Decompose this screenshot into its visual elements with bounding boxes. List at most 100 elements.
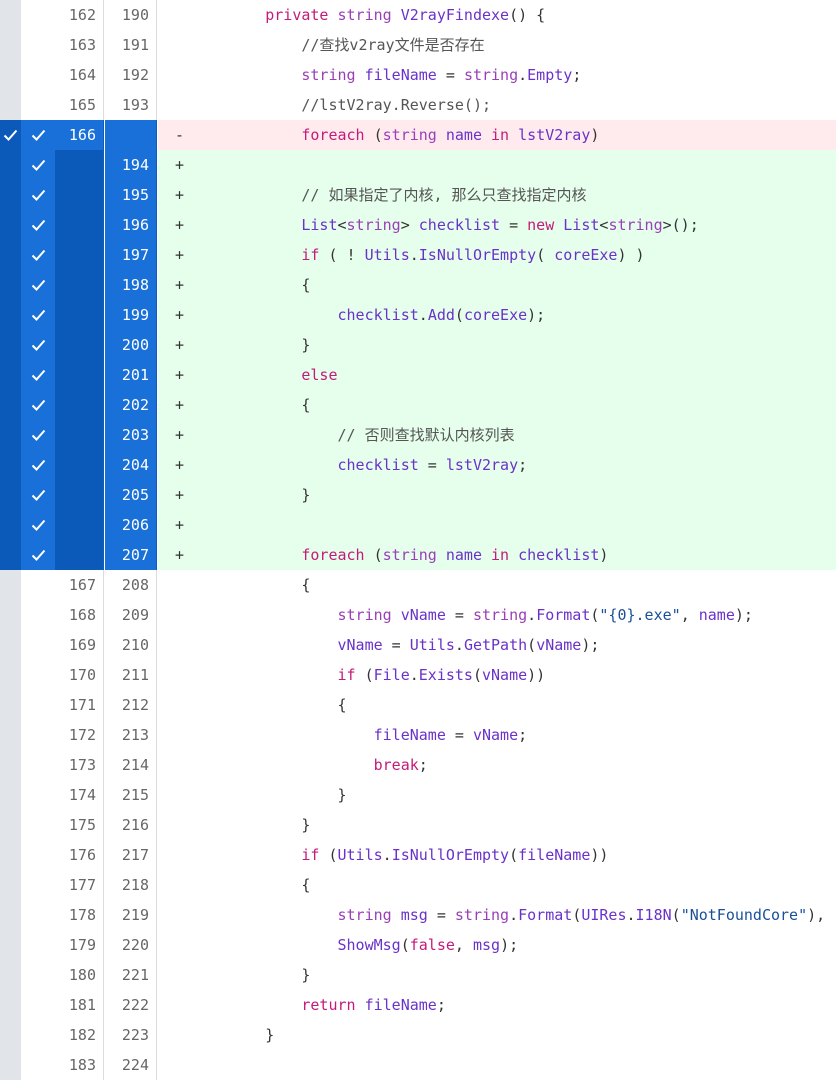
line-checkbox[interactable] bbox=[21, 900, 55, 930]
diff-line[interactable]: 195+ // 如果指定了内核, 那么只查找指定内核 bbox=[0, 180, 836, 210]
code-token: string bbox=[337, 906, 392, 924]
block-select-check[interactable] bbox=[0, 120, 21, 150]
line-checkbox[interactable] bbox=[21, 30, 55, 60]
diff-line[interactable]: 196+ List<string> checklist = new List<s… bbox=[0, 210, 836, 240]
line-checkbox[interactable] bbox=[21, 960, 55, 990]
code-token: ; bbox=[572, 66, 582, 84]
line-checkbox[interactable] bbox=[21, 270, 55, 300]
line-checkbox[interactable] bbox=[21, 720, 55, 750]
new-line-number: 214 bbox=[105, 750, 157, 780]
line-checkbox[interactable] bbox=[21, 660, 55, 690]
line-checkbox[interactable] bbox=[21, 360, 55, 390]
diff-line[interactable]: 201+ else bbox=[0, 360, 836, 390]
line-checkbox[interactable] bbox=[21, 570, 55, 600]
code-token: ); bbox=[734, 606, 753, 624]
diff-sign: - bbox=[175, 126, 185, 144]
diff-line[interactable]: 166- foreach (string name in lstV2ray) bbox=[0, 120, 836, 150]
check-icon bbox=[31, 519, 45, 531]
line-checkbox[interactable] bbox=[21, 180, 55, 210]
diff-line[interactable]: 205+ } bbox=[0, 480, 836, 510]
line-checkbox[interactable] bbox=[21, 240, 55, 270]
line-checkbox[interactable] bbox=[21, 330, 55, 360]
code-token: ; bbox=[418, 756, 428, 774]
diff-sign: + bbox=[175, 336, 185, 354]
code-token: string bbox=[337, 6, 392, 24]
new-line-number: 197 bbox=[105, 240, 157, 270]
diff-sign: + bbox=[175, 246, 185, 264]
diff-line[interactable]: 199+ checklist.Add(coreExe); bbox=[0, 300, 836, 330]
new-line-number: 198 bbox=[105, 270, 157, 300]
gutter-strip bbox=[0, 480, 21, 510]
line-checkbox[interactable] bbox=[21, 390, 55, 420]
diff-line[interactable]: 198+ { bbox=[0, 270, 836, 300]
line-checkbox[interactable] bbox=[21, 0, 55, 30]
line-checkbox[interactable] bbox=[21, 1050, 55, 1080]
diff-line[interactable]: 206+ bbox=[0, 510, 836, 540]
code-text: string fileName = string.Empty; bbox=[193, 60, 581, 90]
line-checkbox[interactable] bbox=[21, 120, 55, 150]
line-checkbox[interactable] bbox=[21, 600, 55, 630]
line-checkbox[interactable] bbox=[21, 810, 55, 840]
line-checkbox[interactable] bbox=[21, 60, 55, 90]
diff-line[interactable]: 194+ bbox=[0, 150, 836, 180]
line-checkbox[interactable] bbox=[21, 300, 55, 330]
line-checkbox[interactable] bbox=[21, 1020, 55, 1050]
diff-line[interactable]: 197+ if ( ! Utils.IsNullOrEmpty( coreExe… bbox=[0, 240, 836, 270]
code-token: lstV2ray bbox=[445, 456, 519, 474]
line-checkbox[interactable] bbox=[21, 630, 55, 660]
gutter-strip bbox=[0, 90, 21, 120]
line-checkbox[interactable] bbox=[21, 420, 55, 450]
line-checkbox[interactable] bbox=[21, 870, 55, 900]
line-checkbox[interactable] bbox=[21, 90, 55, 120]
old-line-number bbox=[55, 270, 104, 300]
line-checkbox[interactable] bbox=[21, 990, 55, 1020]
line-checkbox[interactable] bbox=[21, 210, 55, 240]
diff-line[interactable]: 202+ { bbox=[0, 390, 836, 420]
diff-line[interactable]: 207+ foreach (string name in checklist) bbox=[0, 540, 836, 570]
line-checkbox[interactable] bbox=[21, 840, 55, 870]
code-token: . bbox=[626, 906, 636, 924]
gutter-strip bbox=[0, 810, 21, 840]
line-checkbox[interactable] bbox=[21, 690, 55, 720]
code-token: if bbox=[301, 846, 320, 864]
code-token bbox=[356, 996, 365, 1014]
line-checkbox[interactable] bbox=[21, 480, 55, 510]
line-checkbox[interactable] bbox=[21, 750, 55, 780]
diff-line[interactable]: 200+ } bbox=[0, 330, 836, 360]
line-checkbox[interactable] bbox=[21, 540, 55, 570]
line-checkbox[interactable] bbox=[21, 450, 55, 480]
line-checkbox[interactable] bbox=[21, 780, 55, 810]
diff-line[interactable]: 203+ // 否则查找默认内核列表 bbox=[0, 420, 836, 450]
line-checkbox[interactable] bbox=[21, 930, 55, 960]
diff-line[interactable]: 204+ checklist = lstV2ray; bbox=[0, 450, 836, 480]
code-text: } bbox=[193, 780, 347, 810]
code-text: } bbox=[193, 480, 310, 510]
line-checkbox[interactable] bbox=[21, 150, 55, 180]
check-icon bbox=[31, 399, 45, 411]
code-token: } bbox=[301, 816, 311, 834]
code-token: ) bbox=[599, 546, 609, 564]
code-token: { bbox=[301, 276, 311, 294]
line-checkbox[interactable] bbox=[21, 510, 55, 540]
